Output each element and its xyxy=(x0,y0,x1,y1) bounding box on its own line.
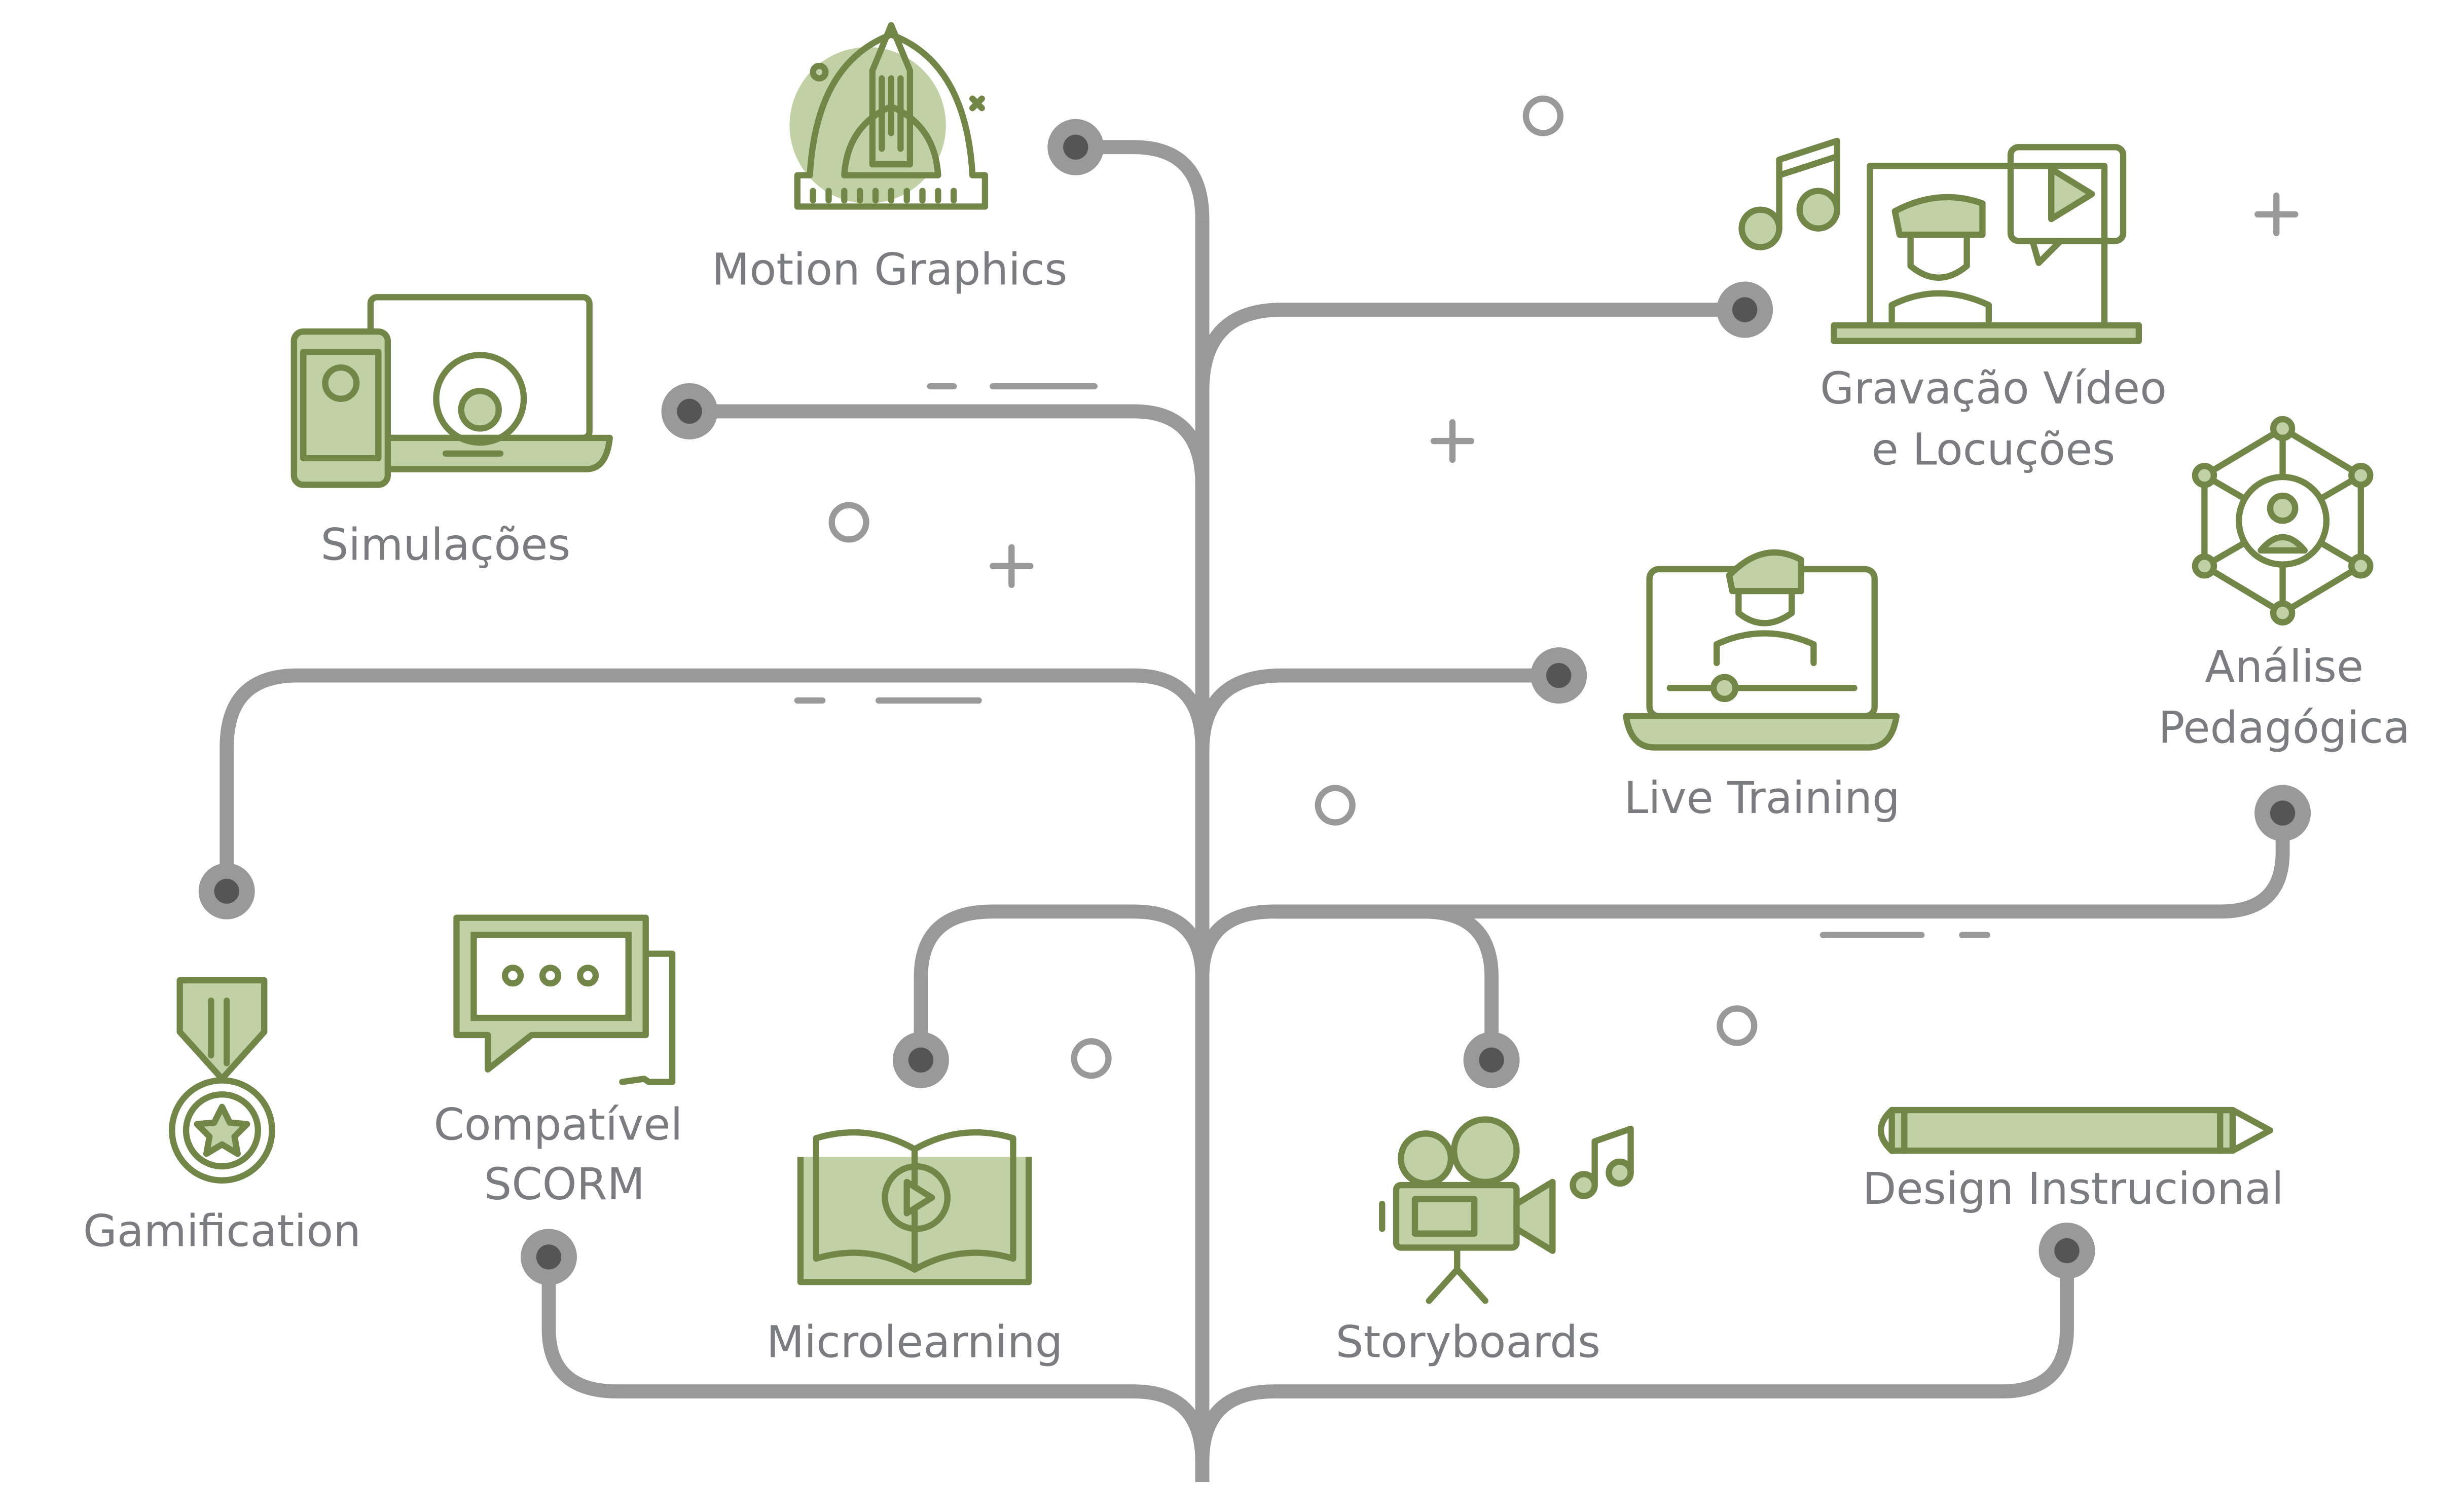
node-microlearning xyxy=(892,1031,949,1088)
video-recording-icon xyxy=(1738,137,2142,344)
tree-branches xyxy=(220,140,2290,1483)
network-user-icon xyxy=(2192,416,2374,625)
branch-storyboards xyxy=(1195,904,1499,1060)
book-play-icon xyxy=(797,1129,1032,1285)
label-live-training: Live Training xyxy=(1624,773,1900,824)
devices-gear-icon xyxy=(290,294,613,488)
node-storyboards xyxy=(1463,1031,1520,1088)
node-gravacao xyxy=(1717,281,1773,338)
branch-simulacoes xyxy=(689,404,1210,485)
branch-microlearning xyxy=(914,904,1210,1060)
branch-gamification xyxy=(220,668,1210,892)
branch-nodes xyxy=(198,119,2311,1285)
label-motion-graphics: Motion Graphics xyxy=(712,245,1067,296)
node-analise xyxy=(2254,785,2311,841)
decorations xyxy=(794,95,2299,1079)
chat-bubble-icon xyxy=(453,914,676,1085)
branch-compativel xyxy=(541,1257,1210,1462)
label-simulacoes: Simulações xyxy=(320,520,570,570)
node-design xyxy=(2038,1223,2095,1279)
label-gravacao-line1: Gravação Vídeo xyxy=(1820,363,2167,414)
label-compativel-line1: Compatível xyxy=(433,1100,682,1151)
protractor-pencil-icon xyxy=(789,22,989,210)
label-gravacao-line2: e Locuções xyxy=(1872,424,2116,475)
branch-analise xyxy=(1274,813,2290,919)
branch-motion-graphics xyxy=(1075,140,1210,219)
node-simulacoes xyxy=(661,383,718,439)
node-gamification xyxy=(198,863,255,919)
pencil-icon xyxy=(1878,1107,2274,1154)
label-microlearning: Microlearning xyxy=(767,1317,1063,1368)
node-compativel xyxy=(520,1229,577,1285)
branch-live-training xyxy=(1195,668,1559,751)
label-storyboards: Storyboards xyxy=(1336,1317,1600,1368)
live-training-laptop-icon xyxy=(1623,549,1900,751)
label-gamification: Gamification xyxy=(83,1206,361,1257)
label-compativel-line2: SCORM xyxy=(484,1159,645,1210)
label-design-instrucional: Design Instrucional xyxy=(1863,1164,2284,1214)
label-analise-line2: Pedagógica xyxy=(2158,703,2410,753)
branch-design xyxy=(1195,1250,2074,1462)
node-live-training xyxy=(1531,647,1587,704)
medal-star-icon xyxy=(169,977,275,1184)
branch-gravacao xyxy=(1195,303,1745,391)
node-motion-graphics xyxy=(1047,119,1104,175)
label-analise-line1: Análise xyxy=(2205,642,2363,692)
film-camera-icon xyxy=(1379,1116,1634,1304)
